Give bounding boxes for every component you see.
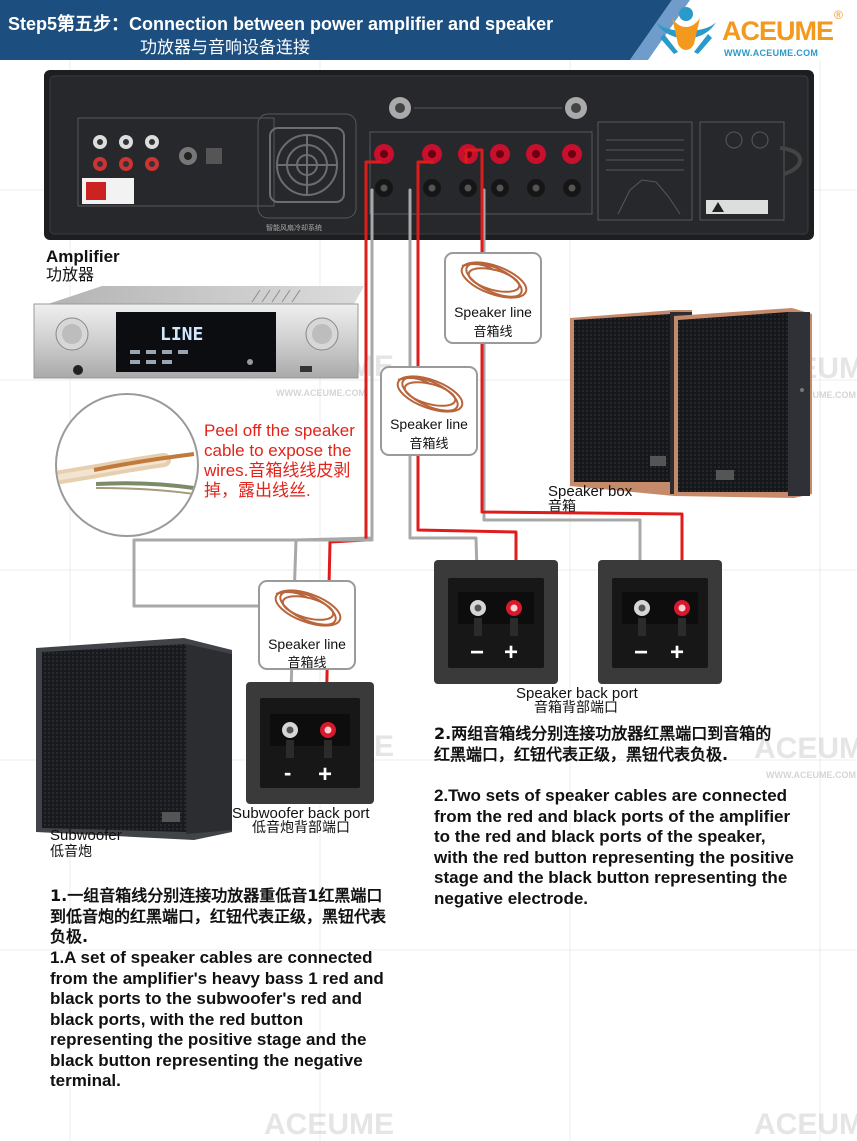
step-title: Step5第五步：Connection between power amplif… [8,14,554,34]
cable-coil-icon [460,261,528,299]
step-subtitle: 功放器与音响设备连接 [140,38,310,58]
description-2-zh: 2.两组音箱线分别连接功放器红黑端口到音箱的红黑端口，红钮代表正级，黑钮代表负极… [434,724,772,764]
watermark-url: WWW.ACEUME.COM [766,770,856,780]
subwoofer-label: Subwoofer [50,827,122,844]
speaker-back-port-2: − + [598,560,722,684]
minus-sign: − [634,639,648,666]
peel-instruction: Peel off the speaker cable to expose the… [204,421,355,500]
speaker-back-port-label-zh: 音箱背部端口 [534,700,618,716]
speaker-box-label-zh: 音箱 [548,499,576,515]
description-1-en: 1.A set of speaker cables are connected … [50,948,384,1090]
description-1-zh: 1.一组音箱线分别连接功放器重低音1红黑端口到低音炮的红黑端口，红钮代表正级，黑… [50,886,387,946]
logo-registered-mark: ® [834,8,843,22]
subwoofer-box [36,638,232,840]
subwoofer-back-port-label-zh: 低音炮背部端口 [252,820,350,836]
amplifier-display: LINE [160,324,203,345]
watermark-text: ACEUME [264,1108,395,1141]
fan-caption: 智能风扇冷却系统 [266,223,322,232]
subwoofer-back-port-label: Subwoofer back port [232,805,370,822]
rca-input-jacks [93,135,222,171]
cable-coil-icon [274,589,342,627]
speaker-back-port-label: Speaker back port [516,685,638,702]
brand-logo: ACEUME ® WWW.ACEUME.COM [650,4,850,60]
plus-sign: + [670,639,684,666]
amplifier-front-panel: LINE [33,286,364,379]
speaker-line-label: Speaker line [268,636,346,652]
amplifier-label-zh: 功放器 [46,265,95,284]
watermark-text: ACEUME [754,1108,857,1141]
speaker-boxes [570,308,812,498]
cable-coil-icon [396,375,464,413]
speaker-line-label: Speaker line [454,304,532,320]
speaker-line-label: Speaker line [390,416,468,432]
logo-url: WWW.ACEUME.COM [724,48,819,58]
speaker-line-label-zh: 音箱线 [473,325,513,340]
logo-figure-icon [656,7,716,54]
amplifier-label: Amplifier [46,247,120,266]
header-bar: Step5第五步：Connection between power amplif… [0,0,857,60]
speaker-line-coil-3: Speaker line 音箱线 [258,580,356,671]
stripped-wire-closeup [55,393,199,537]
speaker-line-coil-1: Speaker line 音箱线 [444,252,542,344]
speaker-line-label-zh: 音箱线 [287,656,327,671]
speaker-line-label-zh: 音箱线 [409,437,449,452]
plus-sign: + [318,761,332,788]
amplifier-back-panel: 智能风扇冷却系统 [44,70,814,240]
minus-sign: − [470,639,484,666]
logo-text: ACEUME [722,16,834,46]
header-background [0,0,690,60]
plus-sign: + [504,639,518,666]
watermark-url: WWW.ACEUME.COM [276,388,366,398]
description-2-en: 2.Two sets of speaker cables are connect… [434,786,794,908]
minus-sign: - [284,760,291,785]
speaker-line-coil-2: Speaker line 音箱线 [380,366,478,456]
subwoofer-back-port: - + [246,682,374,804]
speaker-back-port-1: − + [434,560,558,684]
subwoofer-label-zh: 低音炮 [50,844,92,860]
